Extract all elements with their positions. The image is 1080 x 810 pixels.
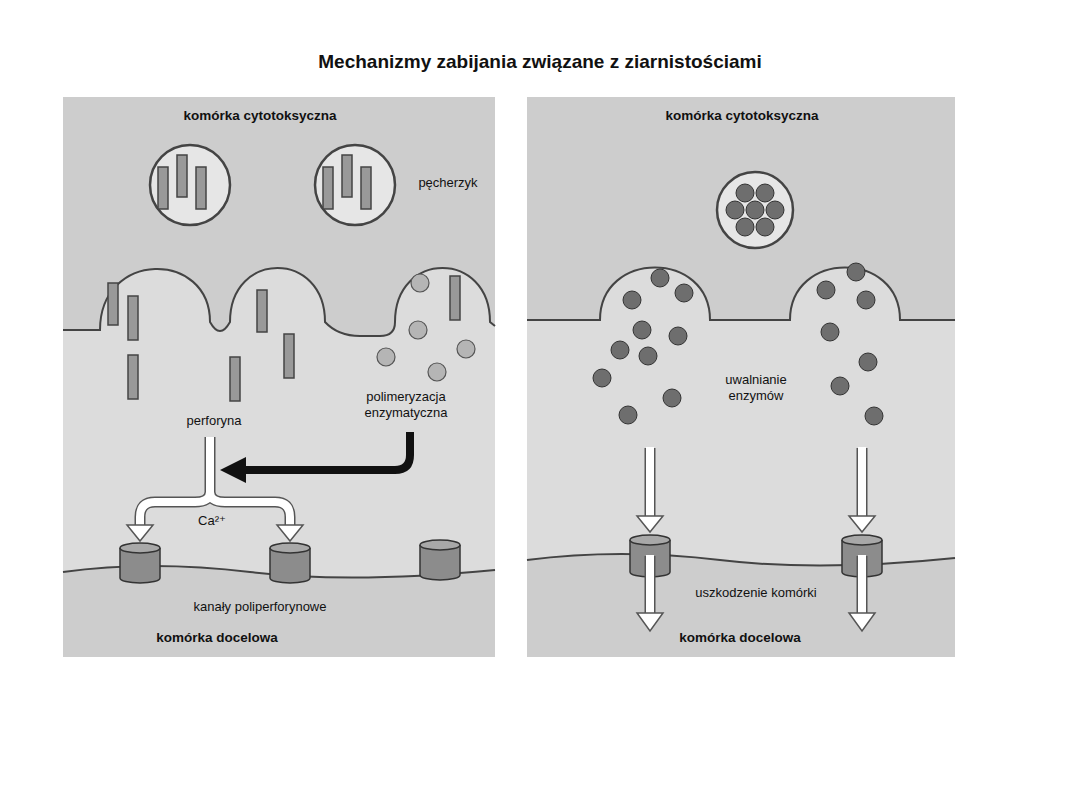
diagram-label: uwalnianie enzymów bbox=[711, 372, 801, 403]
polymerization-arrow bbox=[245, 432, 410, 470]
perforin-rods bbox=[108, 276, 460, 401]
diagram-label: polimeryzacja enzymatyczna bbox=[351, 389, 461, 420]
diagram-label: kanały poliperforynowe bbox=[194, 599, 327, 615]
cell-heading: komórka docelowa bbox=[156, 630, 278, 646]
cell-membrane bbox=[527, 268, 955, 321]
cell-heading: komórka docelowa bbox=[679, 630, 801, 646]
cell-heading: komórka cytotoksyczna bbox=[183, 108, 336, 124]
vesicle bbox=[150, 145, 395, 225]
damage-arrow bbox=[637, 555, 875, 631]
diagram-label: uszkodzenie komórki bbox=[695, 585, 816, 601]
enzyme-arrow bbox=[637, 447, 875, 532]
target-membrane bbox=[527, 554, 955, 566]
diagram-label: perforyna bbox=[187, 413, 242, 429]
vesicle bbox=[717, 172, 793, 248]
released-enzymes bbox=[593, 263, 883, 425]
cell-heading: komórka cytotoksyczna bbox=[665, 108, 818, 124]
panel-ground bbox=[527, 97, 955, 657]
cell-interior bbox=[527, 97, 955, 320]
target-interior bbox=[527, 554, 955, 657]
panel-ground bbox=[63, 97, 495, 657]
enzyme-channel bbox=[630, 535, 882, 577]
calcium-arrow bbox=[127, 437, 303, 541]
diagram-title: Mechanizmy zabijania związane z ziarnist… bbox=[318, 51, 762, 73]
perforin-channel bbox=[120, 540, 460, 583]
diagram-label: pęcherzyk bbox=[418, 175, 477, 191]
diagram-label: Ca²⁺ bbox=[198, 513, 226, 529]
enzyme-granules bbox=[377, 274, 475, 381]
arrow-head bbox=[220, 457, 246, 483]
